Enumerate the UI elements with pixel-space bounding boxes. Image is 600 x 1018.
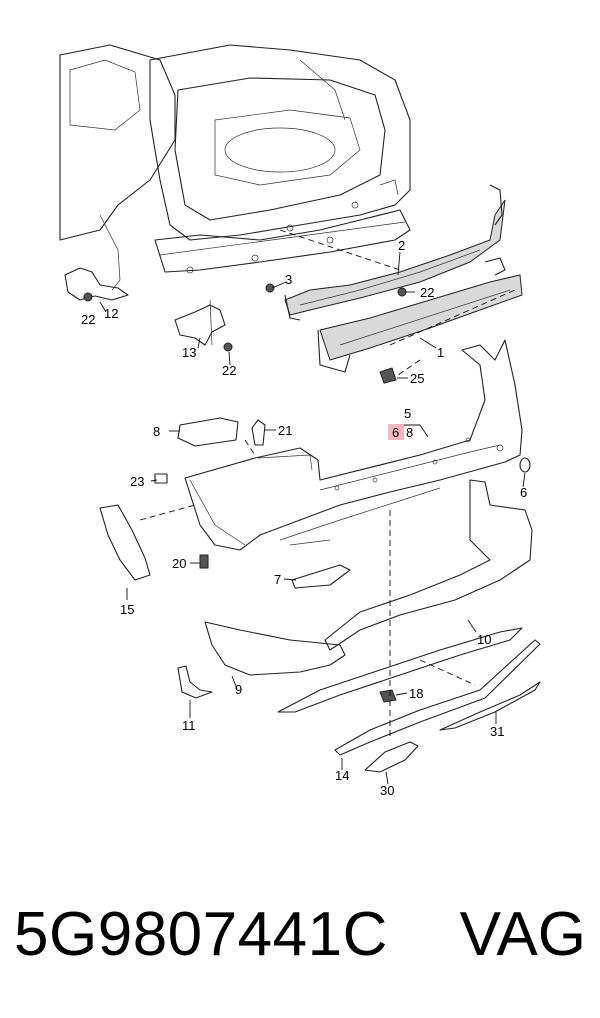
part-number: 5G9807441C — [14, 900, 388, 969]
callout-6-b: 6 — [520, 485, 527, 500]
part-23-clip — [154, 473, 168, 484]
part-strip-lower — [277, 627, 523, 713]
callout-21: 21 — [278, 423, 292, 438]
callout-1: 1 — [437, 345, 444, 360]
callout-22-c: 22 — [222, 363, 236, 378]
part-5-bumper-cover — [184, 339, 523, 551]
callout-13: 13 — [182, 345, 196, 360]
callout-11: 11 — [182, 718, 196, 733]
screw-25 — [379, 367, 397, 384]
callout-31: 31 — [490, 724, 504, 739]
part-2-absorber — [284, 184, 506, 321]
callout-23: 23 — [130, 474, 144, 489]
part-21-clip — [251, 419, 266, 446]
callout-25: 25 — [410, 371, 424, 386]
part-31-strip — [439, 681, 541, 731]
part-18-clip — [379, 689, 397, 703]
callout-2: 2 — [398, 238, 405, 253]
part-11-bracket — [177, 665, 213, 699]
callout-5: 5 — [404, 406, 411, 421]
nut-3 — [265, 283, 275, 293]
callout-12: 12 — [104, 306, 118, 321]
nut-22-upper — [397, 287, 407, 297]
part-12-bracket — [64, 267, 129, 302]
callout-8-a: 8 — [406, 425, 413, 440]
callout-7: 7 — [274, 572, 281, 587]
screw-20 — [199, 554, 209, 569]
callout-22-a: 22 — [420, 285, 434, 300]
caption-bar: 5G9807441C VAG — [0, 880, 600, 990]
callout-15: 15 — [120, 602, 134, 617]
callout-20: 20 — [172, 556, 186, 571]
part-7-reflector — [291, 564, 351, 589]
callout-10: 10 — [477, 632, 491, 647]
callout-8-b: 8 — [153, 424, 160, 439]
part-30-trim — [364, 741, 419, 773]
part-1-carrier — [317, 257, 523, 373]
part-8-panel — [177, 417, 239, 447]
exploded-parts-diagram: 1 2 3 22 22 22 12 13 22 25 5 6 8 8 21 23… — [59, 44, 541, 798]
callout-9: 9 — [235, 682, 242, 697]
brand-name: VAG — [459, 900, 586, 969]
callout-3: 3 — [285, 272, 292, 287]
vehicle-body-rear — [59, 44, 411, 291]
callout-6-a: 6 — [392, 425, 399, 440]
callout-14: 14 — [335, 768, 349, 783]
part-14-strip — [334, 639, 541, 756]
callout-18: 18 — [409, 686, 423, 701]
part-13-bracket — [174, 299, 233, 352]
part-15-guide — [99, 504, 151, 581]
part-9-spoiler — [204, 621, 346, 676]
leader-lines — [99, 251, 526, 785]
callout-labels: 1 2 3 22 22 22 12 13 22 25 5 6 8 8 21 23… — [81, 238, 527, 798]
callout-30: 30 — [380, 783, 394, 798]
part-6-cap — [519, 457, 531, 473]
part-10-lower-panel — [324, 479, 533, 651]
highlight-marker — [388, 424, 404, 440]
callout-22-b: 22 — [81, 312, 95, 327]
